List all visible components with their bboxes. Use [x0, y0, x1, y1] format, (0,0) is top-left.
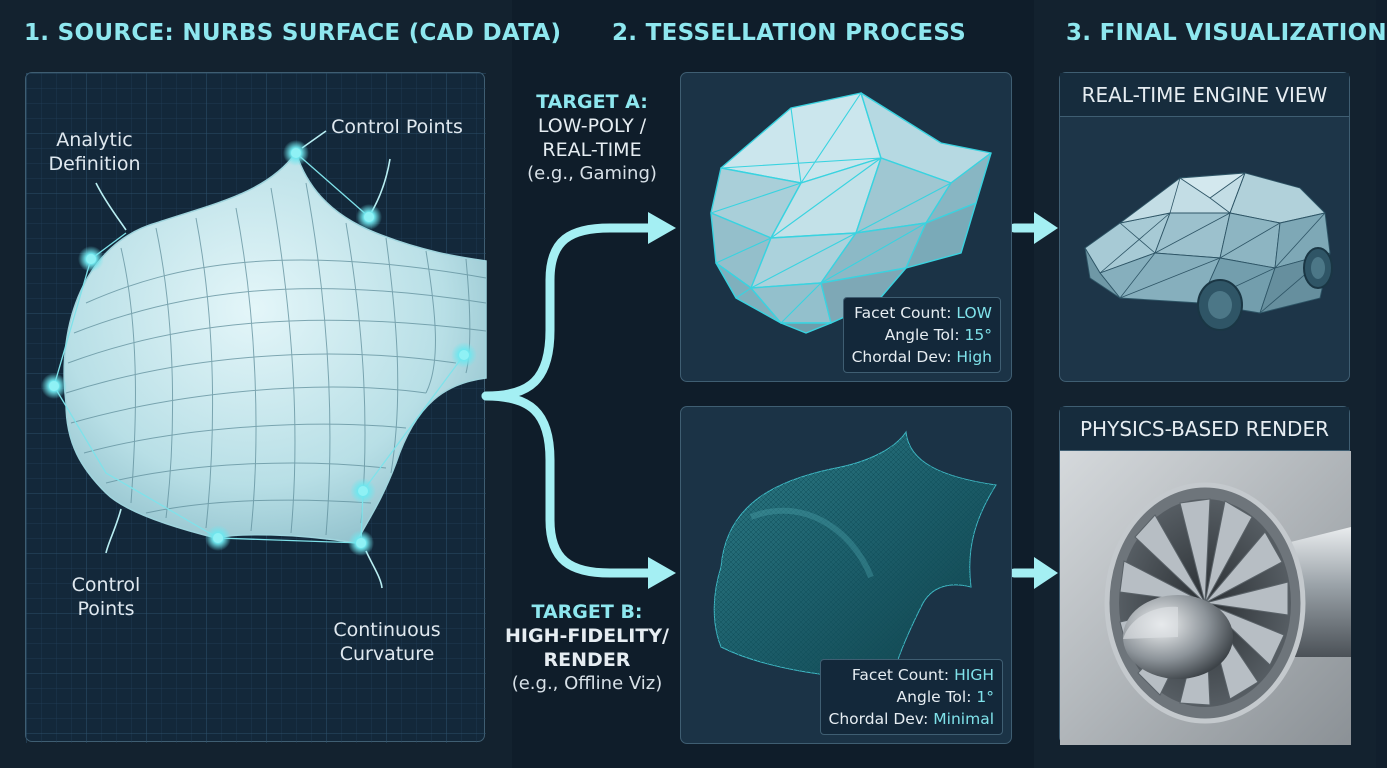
physics-render-title: PHYSICS-BASED RENDER	[1060, 407, 1349, 451]
low-poly-mesh-illustration	[710, 92, 992, 334]
control-points	[41, 140, 477, 556]
realtime-engine-title: REAL-TIME ENGINE VIEW	[1060, 73, 1349, 117]
nurbs-surface-shape	[63, 151, 487, 544]
low-poly-car-illustration	[1084, 172, 1333, 331]
car-wheels	[1197, 247, 1333, 331]
target-b-label: TARGET B: HIGH-FIDELITY/ RENDER (e.g., O…	[505, 601, 669, 694]
process-section-title: 2. TESSELLATION PROCESS	[612, 20, 967, 46]
final-section-title: 3. FINAL VISUALIZATION	[1066, 20, 1387, 46]
target-a-label: TARGET A: LOW-POLY / REAL-TIME (e.g., Ga…	[527, 91, 657, 184]
turbine-render-illustration	[1060, 451, 1351, 745]
low-poly-mesh-panel: Facet Count: LOW Angle Tol: 15° Chordal …	[680, 72, 1012, 382]
physics-render-panel: PHYSICS-BASED RENDER	[1059, 406, 1351, 745]
high-fidelity-mesh-panel: Facet Count: HIGH Angle Tol: 1° Chordal …	[680, 406, 1012, 744]
source-section-title: 1. SOURCE: NURBS SURFACE (CAD DATA)	[24, 20, 562, 46]
high-fidelity-mesh-illustration	[713, 430, 997, 683]
high-fidelity-stats: Facet Count: HIGH Angle Tol: 1° Chordal …	[819, 659, 1003, 735]
control-points-top-label: Control Points	[331, 116, 463, 138]
realtime-engine-panel: REAL-TIME ENGINE VIEW	[1059, 72, 1350, 382]
low-poly-stats: Facet Count: LOW Angle Tol: 15° Chordal …	[842, 297, 1001, 373]
nurbs-surface-illustration	[26, 73, 487, 743]
